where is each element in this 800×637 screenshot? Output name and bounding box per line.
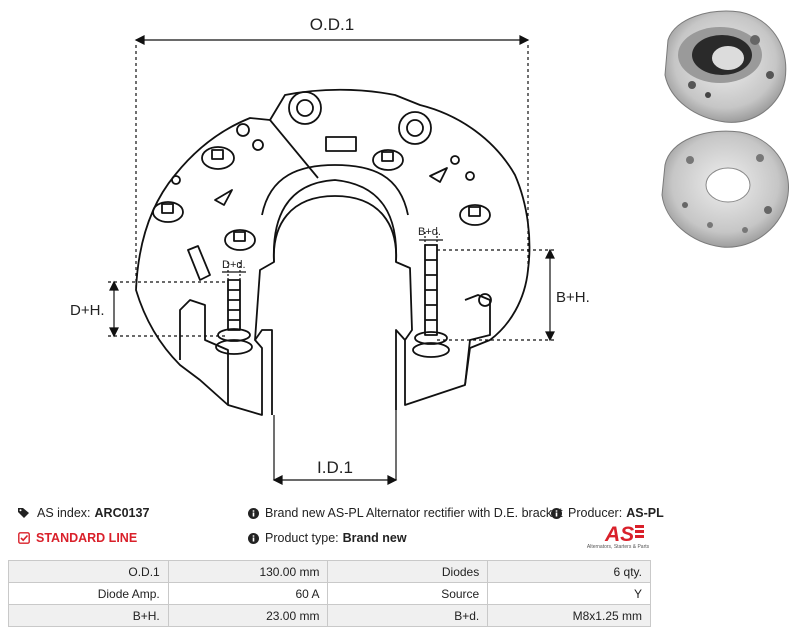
- description-text: Brand new AS-PL Alternator rectifier wit…: [265, 506, 563, 520]
- producer: Producer: AS-PL: [551, 506, 664, 520]
- od-label: O.D.1: [310, 15, 354, 34]
- specs-table: O.D.1 130.00 mm Diodes 6 qty. Diode Amp.…: [8, 560, 651, 627]
- rectifier-outline: [135, 88, 531, 416]
- spec-value: Y: [487, 582, 651, 605]
- info-icon: [248, 532, 259, 544]
- spec-label: Diodes: [327, 560, 489, 583]
- product-photos: [661, 10, 789, 248]
- spec-value: 6 qty.: [487, 560, 651, 583]
- check-square-icon: [18, 532, 30, 544]
- d-plus-bolt: [215, 279, 253, 355]
- spec-label: Source: [327, 582, 489, 605]
- dh-label: D+H.: [70, 302, 105, 319]
- rectifier-technical-drawing: O.D.1 I.D.1 D+H. D+d. B+H. B+d.: [70, 15, 590, 485]
- spec-label: B+H.: [8, 604, 169, 627]
- tags-icon: [18, 507, 31, 519]
- as-logo: AS Alternators, Starters & Parts: [585, 522, 651, 554]
- bd-label: B+d.: [418, 226, 441, 238]
- logo-text: AS: [604, 523, 634, 544]
- spec-label: O.D.1: [8, 560, 169, 583]
- id-label: I.D.1: [317, 458, 353, 477]
- producer-label: Producer:: [568, 506, 623, 520]
- info-icon: [248, 507, 259, 519]
- spec-label: Diode Amp.: [8, 582, 169, 605]
- spec-value: 23.00 mm: [167, 604, 329, 627]
- spec-label: B+d.: [327, 604, 489, 627]
- product-photo-top: [664, 10, 787, 123]
- producer-value: AS-PL: [626, 506, 664, 520]
- info-icon: [551, 507, 562, 519]
- table-row: O.D.1 130.00 mm Diodes 6 qty.: [8, 560, 651, 583]
- table-row: Diode Amp. 60 A Source Y: [8, 582, 651, 605]
- as-index-label: AS index:: [37, 506, 91, 520]
- product-type-label: Product type:: [265, 531, 339, 545]
- standard-line: STANDARD LINE: [18, 531, 137, 545]
- as-index-value: ARC0137: [94, 506, 150, 520]
- b-plus-bolt: [412, 244, 450, 358]
- inner-bore: [273, 195, 397, 263]
- product-type: Product type: Brand new: [248, 531, 407, 545]
- logo-tagline: Alternators, Starters & Parts: [586, 544, 650, 550]
- spec-value: M8x1.25 mm: [487, 604, 651, 627]
- table-row: B+H. 23.00 mm B+d. M8x1.25 mm: [8, 604, 651, 627]
- description: Brand new AS-PL Alternator rectifier wit…: [248, 506, 563, 520]
- standard-line-text: STANDARD LINE: [36, 531, 138, 545]
- bh-label: B+H.: [556, 289, 590, 306]
- as-index: AS index: ARC0137: [18, 506, 149, 520]
- product-info: AS index: ARC0137 Brand new AS-PL Altern…: [0, 498, 800, 558]
- product-photo-bottom: [661, 130, 789, 248]
- product-type-value: Brand new: [342, 531, 407, 545]
- dd-label: D+d.: [222, 259, 246, 271]
- spec-value: 130.00 mm: [167, 560, 329, 583]
- spec-value: 60 A: [167, 582, 329, 605]
